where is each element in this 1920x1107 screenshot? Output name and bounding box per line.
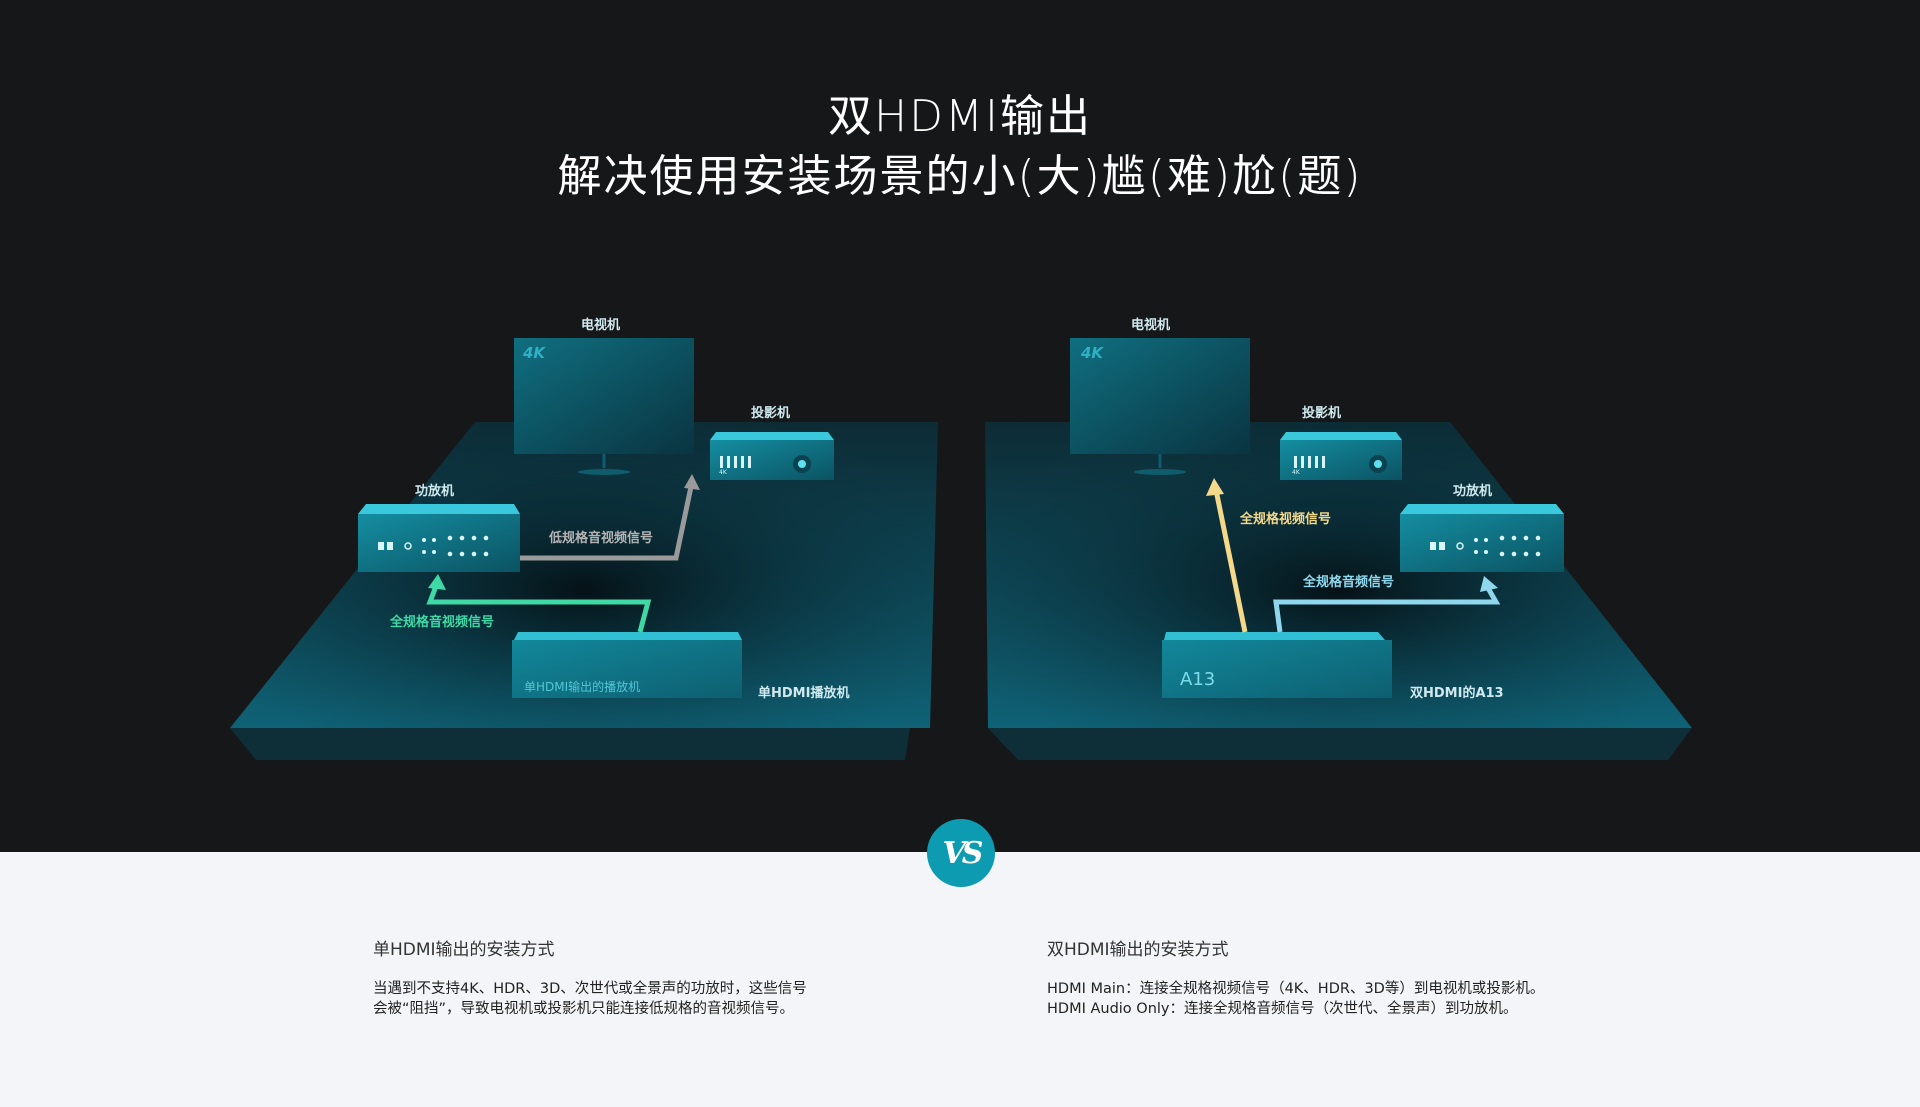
left-amplifier [358, 504, 520, 572]
headline-title: 双HDMI输出 [828, 91, 1092, 142]
right-tv-4k-badge: 4K [1081, 344, 1104, 362]
left-tv-label: 电视机 [581, 318, 621, 333]
right-projector [1280, 432, 1402, 480]
vs-badge: VS [927, 819, 995, 887]
left-projector [710, 432, 834, 480]
signal-video-arrow [1206, 478, 1248, 633]
left-single-hdmi-player [512, 632, 742, 698]
left-projector-4k-badge: 4K [719, 469, 727, 476]
signal-video-label: 全规格视频信号 [1240, 512, 1332, 527]
left-tv [514, 338, 694, 475]
left-projector-label: 投影机 [751, 406, 791, 421]
left-amplifier-label: 功放机 [415, 484, 455, 499]
left-description-title: 单HDMI输出的安装方式 [373, 940, 555, 960]
right-description-line: HDMI Audio Only：连接全规格音频信号（次世代、全景声）到功放机。 [1047, 1001, 1518, 1017]
signal-low-label: 低规格音视频信号 [549, 531, 654, 546]
right-player-label: 双HDMI的A13 [1410, 686, 1504, 701]
headline-subtitle: 解决使用安装场景的小(大)尴(难)尬(题) [557, 151, 1363, 202]
signal-full-label: 全规格音视频信号 [390, 615, 495, 630]
left-description-line: 当遇到不支持4K、HDR、3D、次世代或全景声的功放时，这些信号 [373, 981, 807, 997]
left-description-line: 会被“阻挡”，导致电视机或投影机只能连接低规格的音视频信号。 [373, 1001, 795, 1017]
right-floor [985, 422, 1692, 760]
right-projector-label: 投影机 [1302, 406, 1342, 421]
right-player-box-text: A13 [1180, 669, 1216, 690]
light-description-section [0, 852, 1920, 1107]
left-player-box-text: 单HDMI输出的播放机 [524, 680, 641, 694]
right-a13-player [1162, 632, 1392, 698]
right-amplifier [1400, 504, 1564, 572]
signal-low-arrow [520, 474, 700, 561]
right-projector-4k-badge: 4K [1292, 469, 1300, 476]
left-floor [230, 422, 938, 760]
right-tv-label: 电视机 [1131, 318, 1171, 333]
signal-audio-label: 全规格音频信号 [1303, 575, 1395, 590]
right-tv [1070, 338, 1250, 475]
right-description-line: HDMI Main：连接全规格视频信号（4K、HDR、3D等）到电视机或投影机。 [1047, 981, 1545, 997]
signal-audio-arrow [1273, 576, 1501, 633]
installation-diagram [230, 338, 1692, 760]
right-amplifier-label: 功放机 [1453, 484, 1493, 499]
left-player-label: 单HDMI播放机 [758, 686, 850, 701]
left-tv-4k-badge: 4K [523, 344, 546, 362]
right-description-title: 双HDMI输出的安装方式 [1047, 940, 1229, 960]
signal-full-arrow [426, 574, 652, 633]
